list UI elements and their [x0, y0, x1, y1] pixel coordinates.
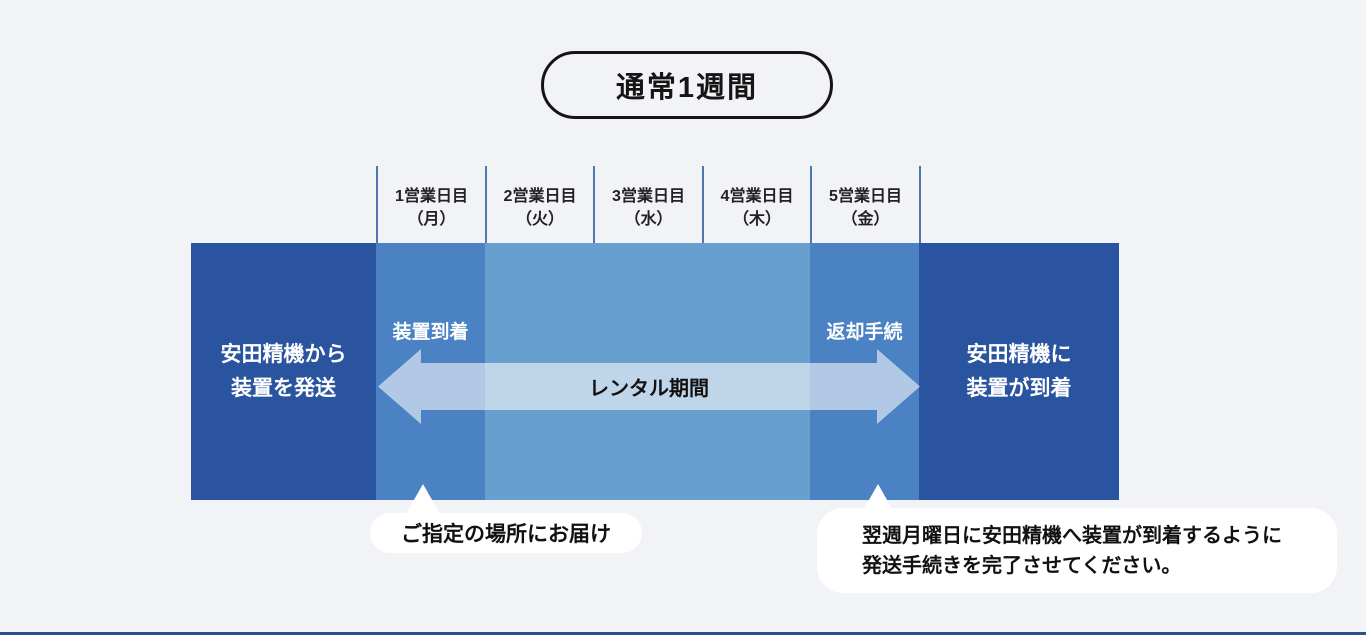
day-header-4: 4営業日目 （木）: [704, 182, 810, 234]
return-shipping-callout: 翌週月曜日に安田精機へ装置が到着するように 発送手続きを完了させてください。: [817, 508, 1337, 593]
day-header-2: 2営業日目 （火）: [487, 182, 593, 234]
delivery-callout: ご指定の場所にお届け: [370, 513, 642, 553]
arrive-at-yasuda-block: 安田精機に 装置が到着: [919, 243, 1119, 500]
day-header-2-title: 2営業日目: [503, 188, 577, 205]
day-header-1: 1営業日目 （月）: [378, 182, 485, 234]
delivery-callout-text: ご指定の場所にお届け: [401, 523, 611, 546]
day-divider: [593, 166, 595, 243]
day-header-5: 5営業日目 （金）: [812, 182, 919, 234]
day-divider: [810, 166, 812, 243]
day-header-3-weekday: （水）: [624, 211, 673, 228]
day-divider: [376, 166, 378, 243]
bottom-section-edge: [0, 632, 1366, 635]
arrive-block-line2: 装置が到着: [966, 376, 1072, 400]
ship-block-line1: 安田精機から: [220, 342, 347, 366]
duration-badge: 通常1週間: [541, 51, 833, 119]
day-header-5-title: 5営業日目: [829, 188, 902, 205]
ship-from-yasuda-block: 安田精機から 装置を発送: [191, 243, 376, 500]
return-callout-line2: 発送手続きを完了させてください。: [862, 554, 1182, 577]
day-header-2-weekday: （火）: [515, 211, 564, 228]
return-procedure-label: 返却手続: [826, 321, 903, 343]
day-header-5-weekday: （金）: [841, 211, 890, 228]
arrive-block-line1: 安田精機に: [966, 342, 1072, 366]
duration-badge-label: 通常1週間: [615, 72, 759, 104]
day-divider: [919, 166, 921, 243]
day-header-1-title: 1営業日目: [395, 188, 468, 205]
day-header-4-weekday: （木）: [732, 211, 781, 228]
day-divider: [485, 166, 487, 243]
return-callout-line1: 翌週月曜日に安田精機へ装置が到着するように: [862, 524, 1282, 547]
day-header-3: 3営業日目 （水）: [595, 182, 702, 234]
left-callout-pointer: [406, 484, 440, 514]
day-divider: [702, 166, 704, 243]
day-header-1-weekday: （月）: [407, 211, 456, 228]
ship-block-line2: 装置を発送: [231, 376, 336, 400]
device-arrival-label: 装置到着: [392, 321, 469, 343]
day-header-3-title: 3営業日目: [612, 188, 685, 205]
rental-period-label: レンタル期間: [589, 378, 709, 400]
day-header-4-title: 4営業日目: [720, 188, 794, 205]
